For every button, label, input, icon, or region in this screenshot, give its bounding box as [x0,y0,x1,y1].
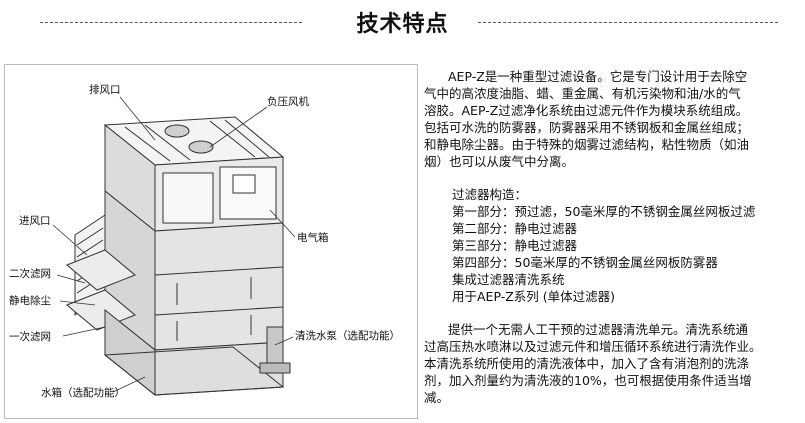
structure-part-2: 第二部分：静电过滤器 [452,221,578,236]
structure-title: 过滤器构造： [452,187,528,202]
fan-2 [188,140,214,154]
label-pump: 清洗水泵（选配功能） [295,329,400,342]
structure-part-4: 第四部分：50毫米厚的不锈钢金属丝网板防雾器 [452,255,718,270]
integrated-cleaning: 集成过滤器清洗系统 [452,272,565,287]
intro-line-6: 烟）也可以从废气中分离。 [424,154,575,169]
intro-line-4: 包括可水洗的防雾器，防雾器采用不锈钢板和金属丝组成； [424,120,750,135]
label-secondary-filter: 二次滤网 [9,267,51,280]
cleaning-line-3: 本清洗系统所使用的清洗液体中，加入了含有消泡剂的洗涤 [424,356,750,371]
fan-1 [164,124,190,138]
intro-line-1: AEP-Z是一种重型过滤设备。它是专门设计用于去除空 [448,69,748,84]
cleaning-line-4: 剂，加入剂量约为清洗液的10%，也可根据使用条件适当增 [424,373,752,388]
cleaning-line-5: 减。 [424,390,450,405]
label-electric-box: 电气箱 [297,231,329,244]
for-series: 用于AEP-Z系列 (单体过滤器) [452,289,616,304]
structure-part-3: 第三部分：静电过滤器 [452,238,578,253]
page-title: 技术特点 [356,12,449,37]
intro-line-2: 气中的高浓度油脂、蜡、重金属、有机污染物和油/水的气 [424,86,741,101]
equipment-diagram: 排风口 负压风机 进风口 电气箱 二次滤网 静电除尘 一次滤网 清洗水泵（选配功… [4,64,418,419]
intro-line-3: 溶胶。AEP-Z过滤净化系统由过滤元件作为模块系统组成。 [424,103,749,118]
label-primary-filter: 一次滤网 [9,330,51,343]
label-inlet: 进风口 [19,215,51,227]
title-divider-left [40,22,302,23]
electric-box-window [232,174,256,194]
structure-part-1: 第一部分：预过滤，50毫米厚的不锈钢金属丝网板过滤 [452,204,756,219]
body-front [154,222,284,351]
intro-line-5: 和静电除尘器。由于特殊的烟雾过滤结构，粘性物质（如油 [424,137,750,152]
cleaning-line-2: 过高压热水喷淋以及过滤元件和增压循环系统进行清洗作业。 [424,339,762,354]
label-tank: 水箱（选配功能） [41,386,125,399]
equipment-drawing: 排风口 负压风机 进风口 电气箱 二次滤网 静电除尘 一次滤网 清洗水泵（选配功… [9,83,400,399]
label-esp: 静电除尘 [9,294,51,307]
description-text: AEP-Z是一种重型过滤设备。它是专门设计用于去除空 气中的高浓度油脂、蜡、重金… [424,68,802,406]
label-fan: 负压风机 [267,95,309,108]
cleaning-line-1: 提供一个无需人工干预的过滤器清洗单元。清洗系统通 [448,322,749,337]
label-exhaust: 排风口 [89,83,121,96]
title-divider-right [478,22,778,23]
title-row: 技术特点 [0,0,805,44]
